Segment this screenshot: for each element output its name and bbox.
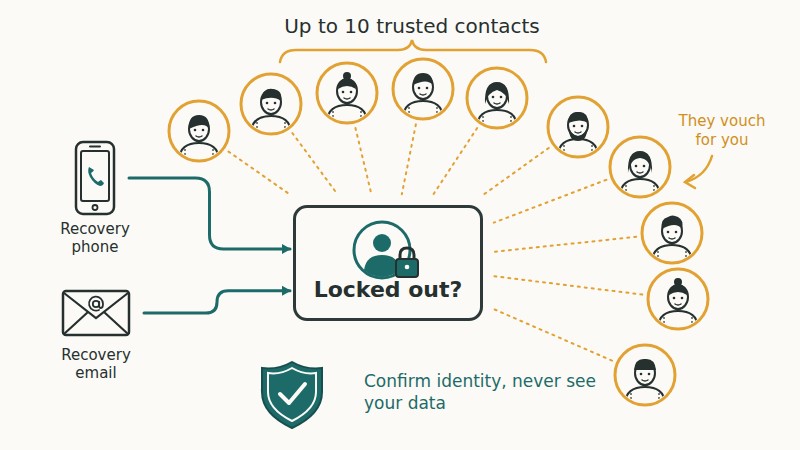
node-text: Locked out? bbox=[296, 277, 480, 302]
contact-avatar bbox=[393, 59, 453, 119]
vouch-arrow bbox=[685, 156, 712, 188]
icon bbox=[52, 140, 138, 220]
contact-avatar bbox=[610, 137, 670, 197]
privacy-note: Confirm identity, never see your data bbox=[364, 370, 604, 414]
contact-avatar bbox=[648, 269, 708, 329]
dotted-link bbox=[493, 309, 612, 361]
locked-out-box: Locked out? bbox=[293, 205, 483, 321]
bracket bbox=[280, 40, 546, 62]
dotted-link bbox=[355, 128, 371, 194]
envelope-icon bbox=[60, 288, 132, 338]
dotted-link bbox=[494, 276, 642, 294]
contact-avatar bbox=[169, 101, 229, 161]
contact-avatar bbox=[241, 74, 301, 134]
node-text: Recovery phone bbox=[52, 220, 138, 256]
contact-avatar bbox=[467, 68, 527, 128]
dotted-link bbox=[402, 124, 416, 194]
contact-avatar bbox=[548, 97, 608, 157]
shield-icon bbox=[262, 362, 322, 428]
contact-avatar bbox=[642, 203, 702, 263]
vouch-note: They vouch for you bbox=[666, 112, 778, 150]
contact-avatar bbox=[317, 63, 377, 123]
dotted-link bbox=[493, 237, 636, 252]
dotted-link bbox=[484, 148, 549, 194]
recovery-email: Recovery email bbox=[50, 288, 142, 382]
icon bbox=[50, 288, 142, 346]
dotted-link bbox=[229, 152, 290, 195]
node-text: Recovery email bbox=[50, 346, 142, 382]
recovery-arrow bbox=[144, 291, 290, 313]
heading-label: Up to 10 trusted contacts bbox=[250, 14, 574, 38]
contact-avatar bbox=[615, 345, 675, 405]
recovery-phone: Recovery phone bbox=[52, 140, 138, 256]
dotted-link bbox=[494, 180, 607, 223]
recovery-arrow bbox=[129, 178, 290, 249]
locked-user-icon bbox=[350, 218, 422, 284]
dotted-link bbox=[433, 128, 477, 194]
contact-avatars bbox=[169, 59, 708, 405]
dotted-link bbox=[292, 133, 337, 195]
phone-icon bbox=[73, 140, 117, 216]
